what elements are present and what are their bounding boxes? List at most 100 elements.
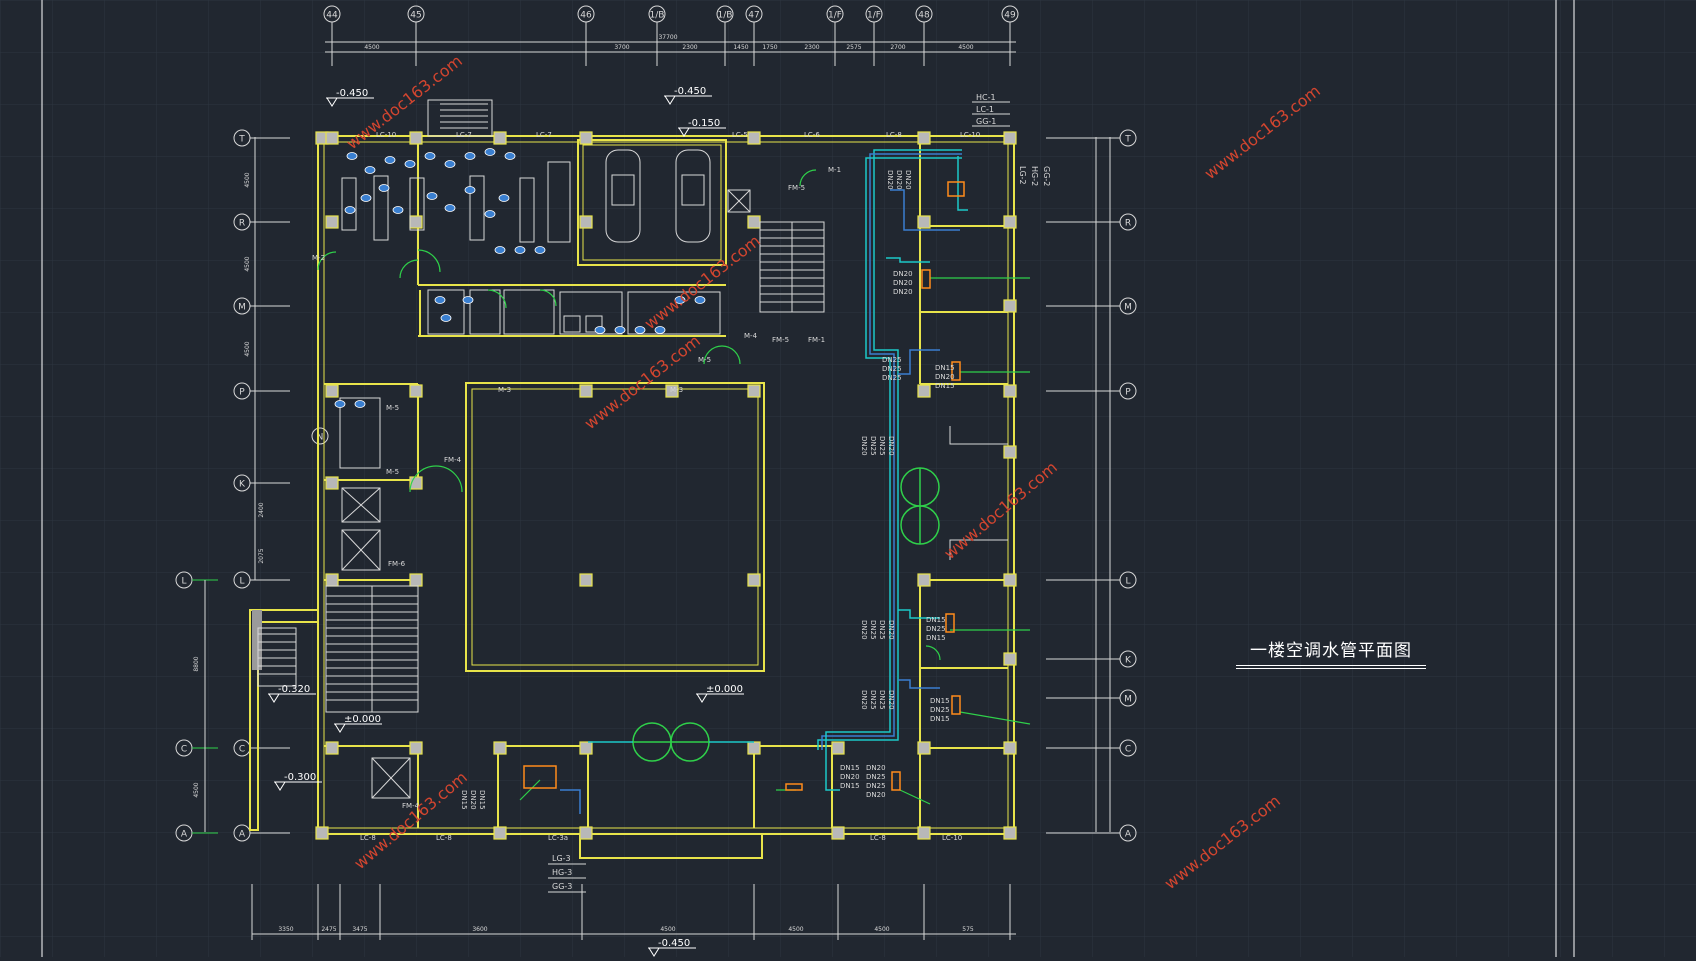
column xyxy=(747,131,761,145)
axis-bubble-label: L xyxy=(181,577,186,587)
column xyxy=(409,215,423,229)
fixture-oval xyxy=(504,152,516,160)
dn-label: DN20 xyxy=(860,620,868,640)
elevation-top-left: -0.450 xyxy=(326,88,374,107)
vertical-pipe-tag: HG-2 xyxy=(1030,166,1039,186)
fixture-oval xyxy=(404,160,416,168)
dn-label: DN20 xyxy=(887,436,895,456)
elevation-text: ±0.000 xyxy=(706,684,743,695)
dimension-chain-bottom xyxy=(251,884,1016,940)
fixture-oval xyxy=(360,194,372,202)
fixture-oval xyxy=(440,314,452,322)
column xyxy=(325,215,339,229)
dim-bottom-text: 3350 xyxy=(278,926,293,933)
elevation-text: -0.450 xyxy=(336,88,368,99)
dn-label: DN20 xyxy=(860,690,868,710)
axis-bubble-label: 1/B xyxy=(718,11,733,21)
dn-label: DN25 xyxy=(866,782,886,790)
fixture-oval xyxy=(514,246,526,254)
dn-label: DN15 xyxy=(930,715,950,723)
column xyxy=(409,741,423,755)
axis-bubble-label: C xyxy=(181,745,187,755)
axis-bubble-label: K xyxy=(239,480,246,490)
column xyxy=(1003,299,1017,313)
door-tag: M-1 xyxy=(828,166,841,174)
column xyxy=(1003,826,1017,840)
leader-lines xyxy=(519,277,1031,805)
door-tag: M-5 xyxy=(386,404,399,412)
elevation-left-low: -0.320 xyxy=(268,684,316,703)
dn-label: DN25 xyxy=(878,436,886,456)
fixture-oval xyxy=(462,296,474,304)
column xyxy=(1003,131,1017,145)
title-underline xyxy=(1236,665,1426,666)
elevation-left-stair: ±0.000 xyxy=(334,714,382,733)
dim-bottom-text: 3600 xyxy=(472,926,487,933)
dn-label: DN20 xyxy=(935,373,955,381)
dim-left-text: 4500 xyxy=(244,256,251,271)
column xyxy=(579,741,593,755)
window-tag-top: LC-5 xyxy=(732,131,748,139)
window-tag-top: LC-7 xyxy=(456,131,472,139)
interior-details xyxy=(257,99,1008,799)
dn-label: DN20 xyxy=(887,620,895,640)
axis-bubble-label: A xyxy=(181,830,188,840)
dim-left-text: 2075 xyxy=(258,548,265,563)
axis-bubble-label: T xyxy=(238,135,245,145)
door-tag: FM-5 xyxy=(772,336,789,344)
dn-label: DN25 xyxy=(882,356,902,364)
column xyxy=(493,826,507,840)
fixture-oval xyxy=(534,246,546,254)
axis-bubble-label: 45 xyxy=(410,11,421,21)
door-tag: M-4 xyxy=(744,332,758,340)
axis-bubble-circle xyxy=(311,427,329,445)
dim-bottom-text: 4500 xyxy=(874,926,889,933)
legend-bottom-text: HG-3 xyxy=(552,868,572,877)
column xyxy=(1003,741,1017,755)
fixture-oval xyxy=(654,326,666,334)
fixture-oval xyxy=(464,186,476,194)
dn-label: DN15 xyxy=(926,634,946,642)
window-tag-bottom: LC-3a xyxy=(548,834,568,842)
dn-label: DN25 xyxy=(882,365,902,373)
column xyxy=(579,573,593,587)
column xyxy=(1003,215,1017,229)
axis-bubble-label: C xyxy=(239,745,245,755)
fixture-oval xyxy=(494,246,506,254)
column xyxy=(747,573,761,587)
window-tag-bottom: LC-10 xyxy=(942,834,962,842)
dimension-chain-top xyxy=(325,41,1016,53)
dn-label: DN20 xyxy=(469,790,477,810)
fixture-oval xyxy=(634,326,646,334)
column xyxy=(579,826,593,840)
fixture-oval xyxy=(434,296,446,304)
dim-bottom-text: 575 xyxy=(962,926,974,933)
window-tag-top: LC-10 xyxy=(960,131,980,139)
dim-top-text: 2300 xyxy=(682,44,697,51)
door-tag: FM-6 xyxy=(388,560,406,568)
fixture-oval xyxy=(444,160,456,168)
column xyxy=(1003,652,1017,666)
fixture-oval xyxy=(378,184,390,192)
dim-top-text: 4500 xyxy=(364,44,379,51)
axis-bubble-label: 49 xyxy=(1004,11,1016,21)
door-tag: FM-1 xyxy=(808,336,825,344)
column xyxy=(747,215,761,229)
axis-bubble-label: 48 xyxy=(918,11,930,21)
dn-label: DN15 xyxy=(935,364,955,372)
axis-bubble-label: 1/F xyxy=(867,11,881,21)
window-tag-top: LC-10 xyxy=(376,131,396,139)
dim-top-text: 3700 xyxy=(614,44,629,51)
dn-label: DN25 xyxy=(869,690,877,710)
column xyxy=(315,826,329,840)
dim-left-text: 4500 xyxy=(244,341,251,356)
elevation-text: -0.320 xyxy=(278,684,310,695)
axis-bubble-label: L xyxy=(239,577,244,587)
title-underline-thin xyxy=(1236,668,1426,669)
column xyxy=(493,131,507,145)
column xyxy=(831,741,845,755)
